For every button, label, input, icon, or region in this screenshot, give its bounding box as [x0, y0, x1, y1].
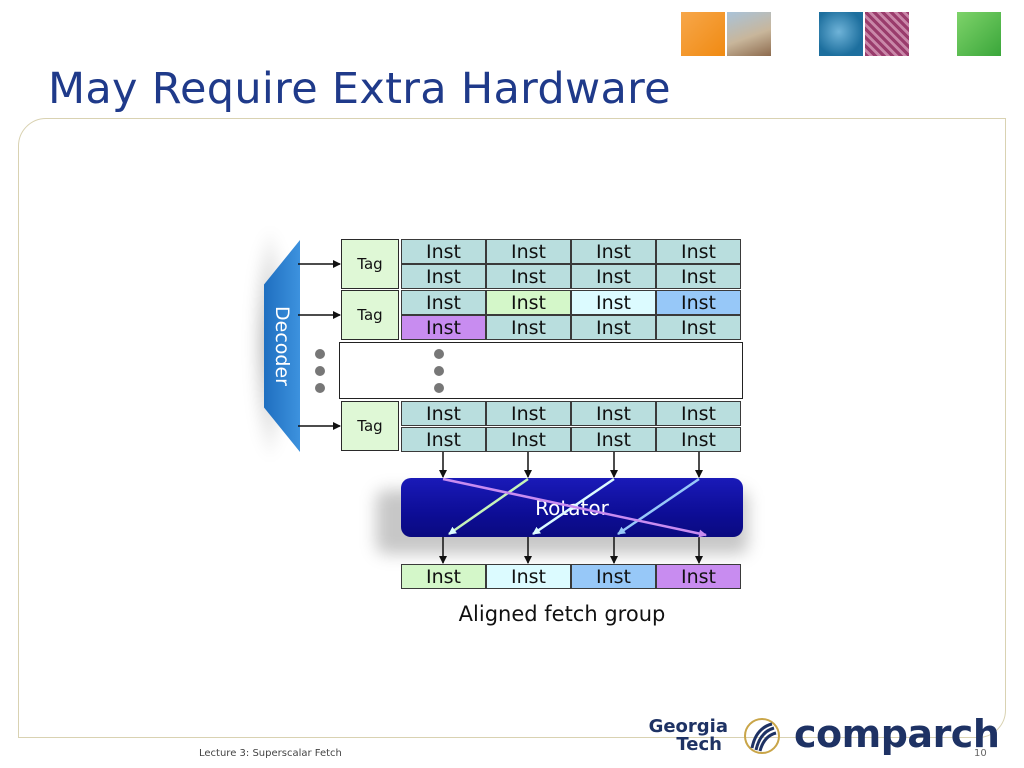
aligned-inst-cell-cyan: Inst — [486, 564, 571, 589]
inst-cell-highlight-purple: Inst — [401, 315, 486, 340]
inst-cell: Inst — [571, 239, 656, 264]
tag-cell: Tag — [341, 239, 399, 289]
rotator-label: Rotator — [535, 496, 609, 520]
tag-label: Tag — [357, 306, 383, 324]
inst-cell: Inst — [486, 264, 571, 289]
inst-cell: Inst — [401, 290, 486, 315]
aligned-fetch-group-caption: Aligned fetch group — [458, 602, 666, 626]
slide-title: May Require Extra Hardware — [48, 64, 671, 114]
inst-cell: Inst — [486, 315, 571, 340]
ellipsis-dot — [434, 349, 444, 359]
comparch-logo: comparch — [794, 712, 1000, 756]
aligned-inst-cell-blue: Inst — [571, 564, 656, 589]
inst-cell: Inst — [401, 239, 486, 264]
georgia-tech-logo: Georgia Tech — [636, 718, 728, 754]
thumbnail-campus-photo — [727, 12, 771, 56]
thumbnail-blue — [819, 12, 863, 56]
inst-cell: Inst — [571, 264, 656, 289]
georgia-tech-logo-line2: Tech — [676, 734, 722, 755]
aligned-inst-cell-purple: Inst — [656, 564, 741, 589]
inst-cell: Inst — [656, 239, 741, 264]
thumbnail-orange — [681, 12, 725, 56]
aligned-inst-cell-green: Inst — [401, 564, 486, 589]
inst-cell: Inst — [571, 427, 656, 452]
inst-cell-highlight-green: Inst — [486, 290, 571, 315]
inst-cell-highlight-cyan: Inst — [571, 290, 656, 315]
tag-cell: Tag — [341, 290, 399, 340]
inst-cell: Inst — [571, 315, 656, 340]
tag-cell: Tag — [341, 401, 399, 451]
inst-cell: Inst — [486, 427, 571, 452]
omitted-rows-box — [339, 342, 743, 399]
inst-cell: Inst — [656, 401, 741, 426]
ellipsis-dot — [315, 349, 325, 359]
inst-cell: Inst — [486, 239, 571, 264]
decoder-label: Decoder — [271, 306, 293, 386]
inst-cell-highlight-blue: Inst — [656, 290, 741, 315]
inst-cell: Inst — [571, 401, 656, 426]
inst-cell: Inst — [656, 315, 741, 340]
thumbnail-chip-photo — [865, 12, 909, 56]
ellipsis-dot — [315, 366, 325, 376]
inst-cell: Inst — [401, 427, 486, 452]
inst-cell: Inst — [656, 264, 741, 289]
georgia-tech-logo-line1: Georgia — [648, 716, 728, 737]
thumbnail-green — [957, 12, 1001, 56]
tag-label: Tag — [357, 417, 383, 435]
content-frame — [18, 118, 1006, 738]
inst-cell: Inst — [656, 427, 741, 452]
ellipsis-dot — [434, 383, 444, 393]
inst-cell: Inst — [401, 264, 486, 289]
ellipsis-dot — [434, 366, 444, 376]
tag-label: Tag — [357, 255, 383, 273]
page-number: 10 — [974, 748, 987, 759]
footer-lecture-text: Lecture 3: Superscalar Fetch — [199, 748, 342, 759]
inst-cell: Inst — [486, 401, 571, 426]
comparch-swirl-icon — [744, 718, 780, 754]
inst-cell: Inst — [401, 401, 486, 426]
ellipsis-dot — [315, 383, 325, 393]
